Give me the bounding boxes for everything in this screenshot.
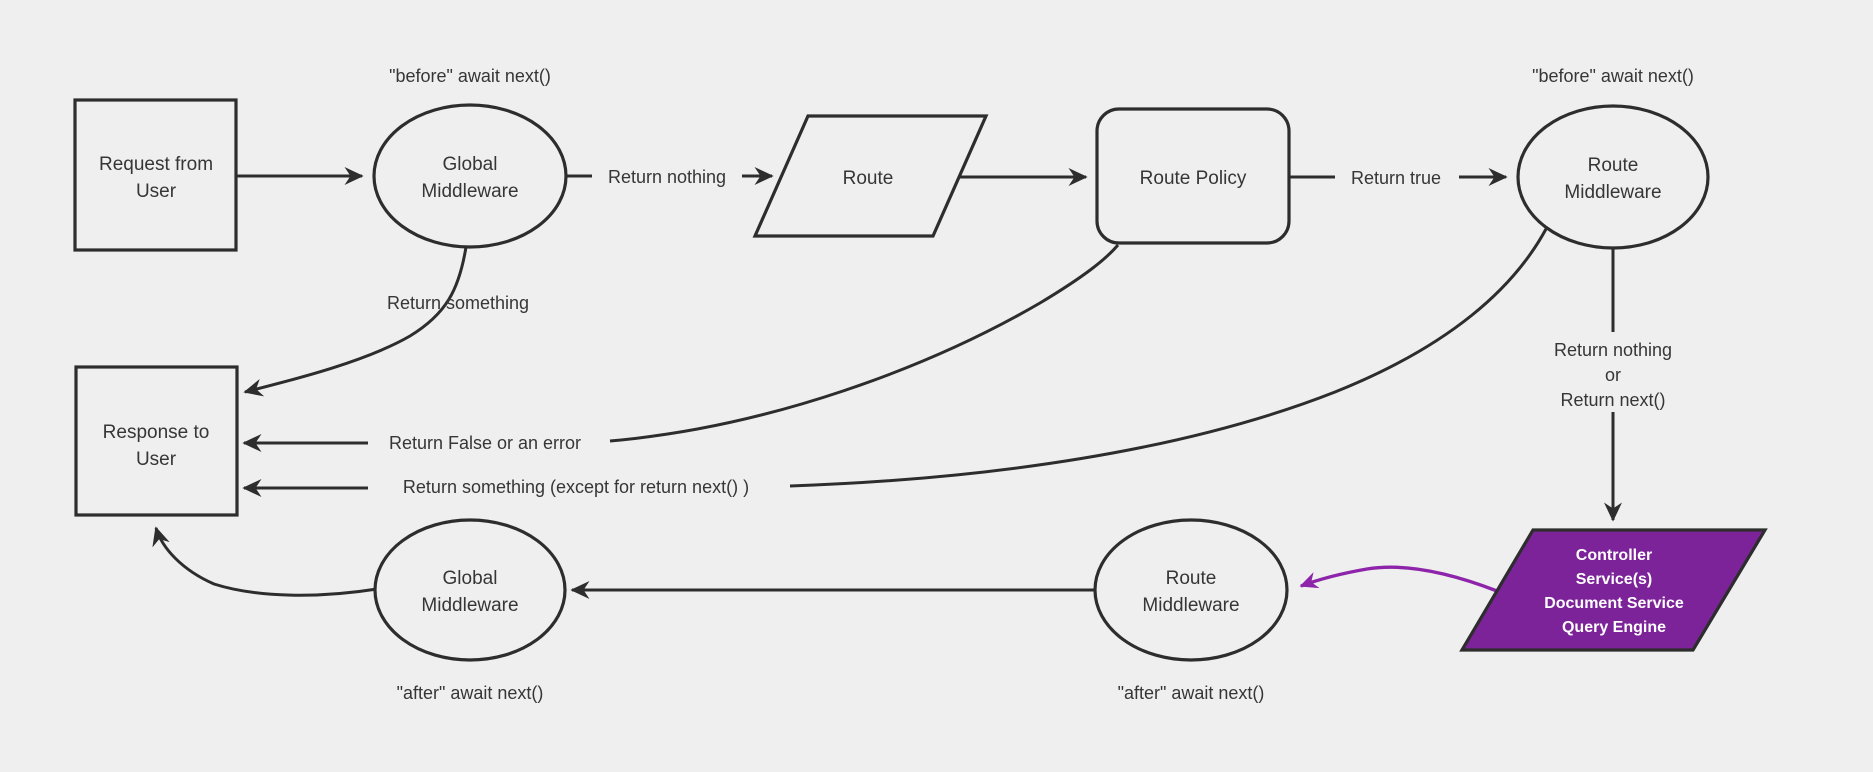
response-to-user-label-line1: Response to bbox=[103, 422, 210, 443]
label-return-nothing-or-next-line3: Return next() bbox=[1560, 390, 1665, 410]
label-return-something: Return something bbox=[387, 293, 529, 313]
request-from-user-box bbox=[73, 98, 238, 252]
node-route-middleware-top: Route Middleware bbox=[1516, 104, 1710, 250]
label-return-true: Return true bbox=[1351, 168, 1441, 188]
response-to-user-box bbox=[74, 365, 239, 517]
route-policy-label: Route Policy bbox=[1140, 168, 1247, 189]
node-request-from-user: Request from User bbox=[73, 98, 238, 252]
request-from-user-label-line1: Request from bbox=[99, 154, 213, 175]
label-return-nothing-or-next-line1: Return nothing bbox=[1554, 340, 1672, 360]
edge-global-middleware-bottom-to-response bbox=[152, 526, 378, 597]
label-before-await-next-route: "before" await next() bbox=[1532, 66, 1694, 86]
global-middleware-top-label-line1: Global bbox=[443, 154, 498, 175]
global-middleware-top-ellipse bbox=[372, 103, 568, 249]
route-label: Route bbox=[843, 168, 894, 189]
controller-label-line4: Query Engine bbox=[1562, 619, 1666, 636]
route-middleware-bottom-ellipse bbox=[1093, 518, 1289, 662]
node-controller-services: Controller Service(s) Document Service Q… bbox=[1459, 528, 1768, 652]
response-to-user-label-line2: User bbox=[136, 449, 177, 470]
request-from-user-label-line2: User bbox=[136, 181, 177, 202]
controller-label-line3: Document Service bbox=[1544, 595, 1684, 612]
label-after-await-next-global: "after" await next() bbox=[397, 683, 544, 703]
node-global-middleware-top: Global Middleware bbox=[372, 103, 568, 249]
route-middleware-bottom-label-line1: Route bbox=[1166, 568, 1217, 589]
label-return-false-or-error: Return False or an error bbox=[389, 433, 581, 453]
route-middleware-top-label-line1: Route bbox=[1588, 155, 1639, 176]
node-global-middleware-bottom: Global Middleware bbox=[373, 518, 567, 662]
node-response-to-user: Response to User bbox=[74, 365, 239, 517]
label-return-something-except: Return something (except for return next… bbox=[403, 477, 749, 497]
edge-route-policy-to-label-return-false bbox=[609, 244, 1120, 443]
edge-route-middleware-to-label-return-something-except bbox=[789, 228, 1548, 488]
route-middleware-bottom-label-line2: Middleware bbox=[1142, 595, 1239, 616]
controller-services-parallelogram bbox=[1459, 528, 1768, 652]
controller-label-line2: Service(s) bbox=[1576, 571, 1653, 588]
route-middleware-top-label-line2: Middleware bbox=[1564, 182, 1661, 203]
global-middleware-top-label-line2: Middleware bbox=[421, 181, 518, 202]
route-policy-box bbox=[1095, 107, 1291, 245]
node-route: Route bbox=[752, 114, 989, 238]
node-route-policy: Route Policy bbox=[1095, 107, 1291, 245]
global-middleware-bottom-label-line2: Middleware bbox=[421, 595, 518, 616]
global-middleware-bottom-label-line1: Global bbox=[443, 568, 498, 589]
controller-label-line1: Controller bbox=[1576, 547, 1652, 564]
edge-return-something-to-response bbox=[243, 246, 468, 397]
label-after-await-next-route: "after" await next() bbox=[1118, 683, 1265, 703]
node-route-middleware-bottom: Route Middleware bbox=[1093, 518, 1289, 662]
label-before-await-next-global: "before" await next() bbox=[389, 66, 551, 86]
label-return-nothing: Return nothing bbox=[608, 167, 726, 187]
global-middleware-bottom-ellipse bbox=[373, 518, 567, 662]
edge-controller-to-route-middleware-bottom bbox=[1299, 565, 1498, 593]
label-return-nothing-or-next: Return nothing or Return next() bbox=[1554, 340, 1672, 410]
route-middleware-top-ellipse bbox=[1516, 104, 1710, 250]
route-parallelogram bbox=[752, 114, 989, 238]
label-return-nothing-or-next-line2: or bbox=[1605, 365, 1621, 385]
